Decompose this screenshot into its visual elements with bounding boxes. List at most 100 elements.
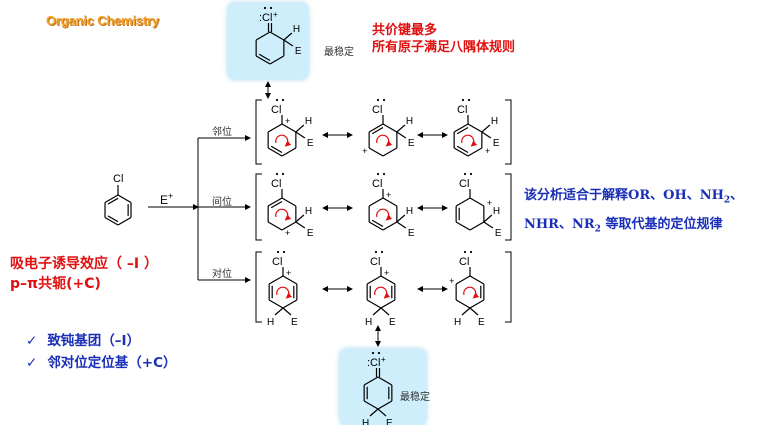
- meta-3-ring-bond: [455, 221, 471, 231]
- ortho-1-ring-bond: [267, 123, 283, 133]
- callout-line-1: 共价键最多: [372, 23, 438, 38]
- ortho-1-ring-bond: [281, 147, 297, 157]
- electronic-effects: 吸电子诱导效应（ –I ） p–π共轭(+C): [10, 254, 158, 294]
- bottom-stable-h-bond: [369, 408, 379, 417]
- callout-line-2: 所有原子满足八隅体规则: [372, 40, 516, 55]
- para-3-ring-bond: [469, 299, 485, 309]
- ortho-2-cl-lone-pair: [382, 98, 386, 102]
- note-line-2-start: NHR、NR: [524, 216, 595, 232]
- para-2-ring-bond: [380, 275, 396, 285]
- top-stable-cl-charge: +: [273, 10, 278, 19]
- meta-2-ring-bond: [382, 197, 398, 207]
- top-stable-ring-bond: [255, 55, 271, 65]
- branch-lines: [148, 135, 251, 283]
- top-stable-double-bond: [258, 53, 271, 61]
- ortho-1-ring-bond: [267, 147, 283, 157]
- reactant-ring-bond: [117, 194, 132, 204]
- para-2-ring-bond: [366, 299, 382, 309]
- reactant-cl-label: Cl: [113, 173, 123, 185]
- meta-2-cl-label: Cl: [372, 178, 382, 190]
- meta-2-ring-bond: [382, 221, 398, 231]
- para-1-cl-label: Cl: [272, 256, 282, 268]
- top-callout: 共价键最多 所有原子满足八隅体规则: [372, 22, 515, 56]
- meta-3-h-label: H: [493, 206, 500, 217]
- ortho-1-carbocation: +: [285, 116, 290, 126]
- para-3-electron-arrow: [463, 286, 480, 299]
- bottom-stable-e-bond: [377, 408, 387, 417]
- note-line-1-end: 、: [730, 188, 744, 203]
- ortho-label: 邻位: [212, 127, 232, 138]
- para-1-ring-bond: [282, 299, 298, 309]
- meta-1-ring-bond: [281, 197, 297, 207]
- ortho-3-cl-lone-pair: [467, 98, 471, 102]
- meta-3-ring-bond: [455, 197, 471, 207]
- ortho-3-electron-arrow: [461, 134, 478, 147]
- bottom-stable-ring-bond: [377, 400, 393, 410]
- meta-1-h-bond: [295, 214, 305, 223]
- para-1-ring-bond: [268, 299, 284, 309]
- ortho-1-ring-bond: [281, 123, 297, 133]
- bottom-stable-cl-charge: +: [381, 355, 386, 364]
- meta-1-h-label: H: [305, 206, 312, 217]
- ortho-1-h-bond: [295, 124, 305, 133]
- ortho-2-e-bond: [396, 131, 407, 139]
- para-3-cl-label: Cl: [459, 256, 469, 268]
- para-1-e-label: E: [291, 317, 298, 328]
- ortho-2-ring-bond: [368, 123, 384, 133]
- check-item-2-text: 邻对位定位基（+C）: [47, 355, 177, 371]
- top-stable-h-label: H: [293, 24, 300, 35]
- para-1-h-label: H: [267, 317, 274, 328]
- reactant-ring-bond: [117, 216, 132, 226]
- para-2-cl-lone-pair: [380, 250, 384, 254]
- note-line-1-sub: 2: [723, 195, 731, 206]
- bottom-highlight-box: [340, 349, 426, 425]
- brackets: [255, 99, 512, 323]
- bottom-stable-cl-lone-pair: [377, 351, 381, 355]
- meta-2-h-label: H: [406, 206, 413, 217]
- ortho-2-carbocation: +: [362, 146, 367, 156]
- top-stable-e-label: E: [295, 46, 302, 57]
- para-3-ring-bond: [455, 299, 471, 309]
- meta-1-e-label: E: [307, 228, 314, 239]
- note-line-2: NHR、NR2 等取代基的定位规律: [524, 213, 743, 242]
- reagent-label: E+: [160, 191, 173, 207]
- ortho-2-ring-bond: [382, 147, 398, 157]
- top-highlight-box: [228, 3, 308, 79]
- check-item-1: ✓致钝基团（–I）: [26, 330, 177, 352]
- para-3-ring-bond: [469, 275, 485, 285]
- top-stable-ring-bond: [269, 31, 285, 41]
- ortho-3-carbocation: +: [485, 146, 490, 156]
- meta-2-cl-lone-pair: [376, 172, 380, 176]
- para-3-h-label: H: [454, 317, 461, 328]
- meta-3-e-bond: [483, 221, 494, 229]
- meta-1-cl-lone-pair: [275, 172, 279, 176]
- bottom-stable-e-label: E: [386, 418, 393, 425]
- meta-1-double-bond: [270, 201, 283, 209]
- meta-2-e-bond: [396, 221, 407, 229]
- top-stable-ring-bond: [255, 31, 271, 41]
- note-line-1-main: 该分析适合于解释OR、OH、NH: [524, 188, 724, 203]
- top-stable-cl-label: :Cl: [259, 12, 272, 24]
- para-2-h-bond: [372, 307, 382, 316]
- ortho-2-cl-lone-pair: [376, 98, 380, 102]
- check-item-2: ✓ 邻对位定位基（+C）: [26, 352, 177, 374]
- para-3-ring-bond: [455, 275, 471, 285]
- ortho-2-ring-bond: [368, 147, 384, 157]
- meta-3-cl-label: Cl: [459, 178, 469, 190]
- ortho-1-h-label: H: [305, 116, 312, 127]
- ortho-3-h-bond: [481, 124, 491, 133]
- checkmark-icon: ✓: [26, 355, 38, 371]
- reactant-double-bond: [107, 215, 119, 223]
- meta-1-cl-label: Cl: [271, 178, 281, 190]
- meta-3-cl-lone-pair: [463, 172, 467, 176]
- ortho-1-double-bond: [270, 145, 283, 153]
- meta-1-ring-bond: [267, 197, 283, 207]
- meta-1-electron-arrow: [275, 208, 292, 221]
- summary-checklist: ✓致钝基团（–I） ✓ 邻对位定位基（+C）: [26, 330, 177, 374]
- para-3-h-bond: [461, 307, 471, 316]
- ortho-3-e-bond: [481, 131, 492, 139]
- para-2-carbocation: +: [384, 268, 389, 278]
- top-stable-cl-lone-pair: [269, 6, 273, 10]
- reagent-symbol: E: [160, 193, 169, 207]
- para-2-cl-label: Cl: [370, 256, 380, 268]
